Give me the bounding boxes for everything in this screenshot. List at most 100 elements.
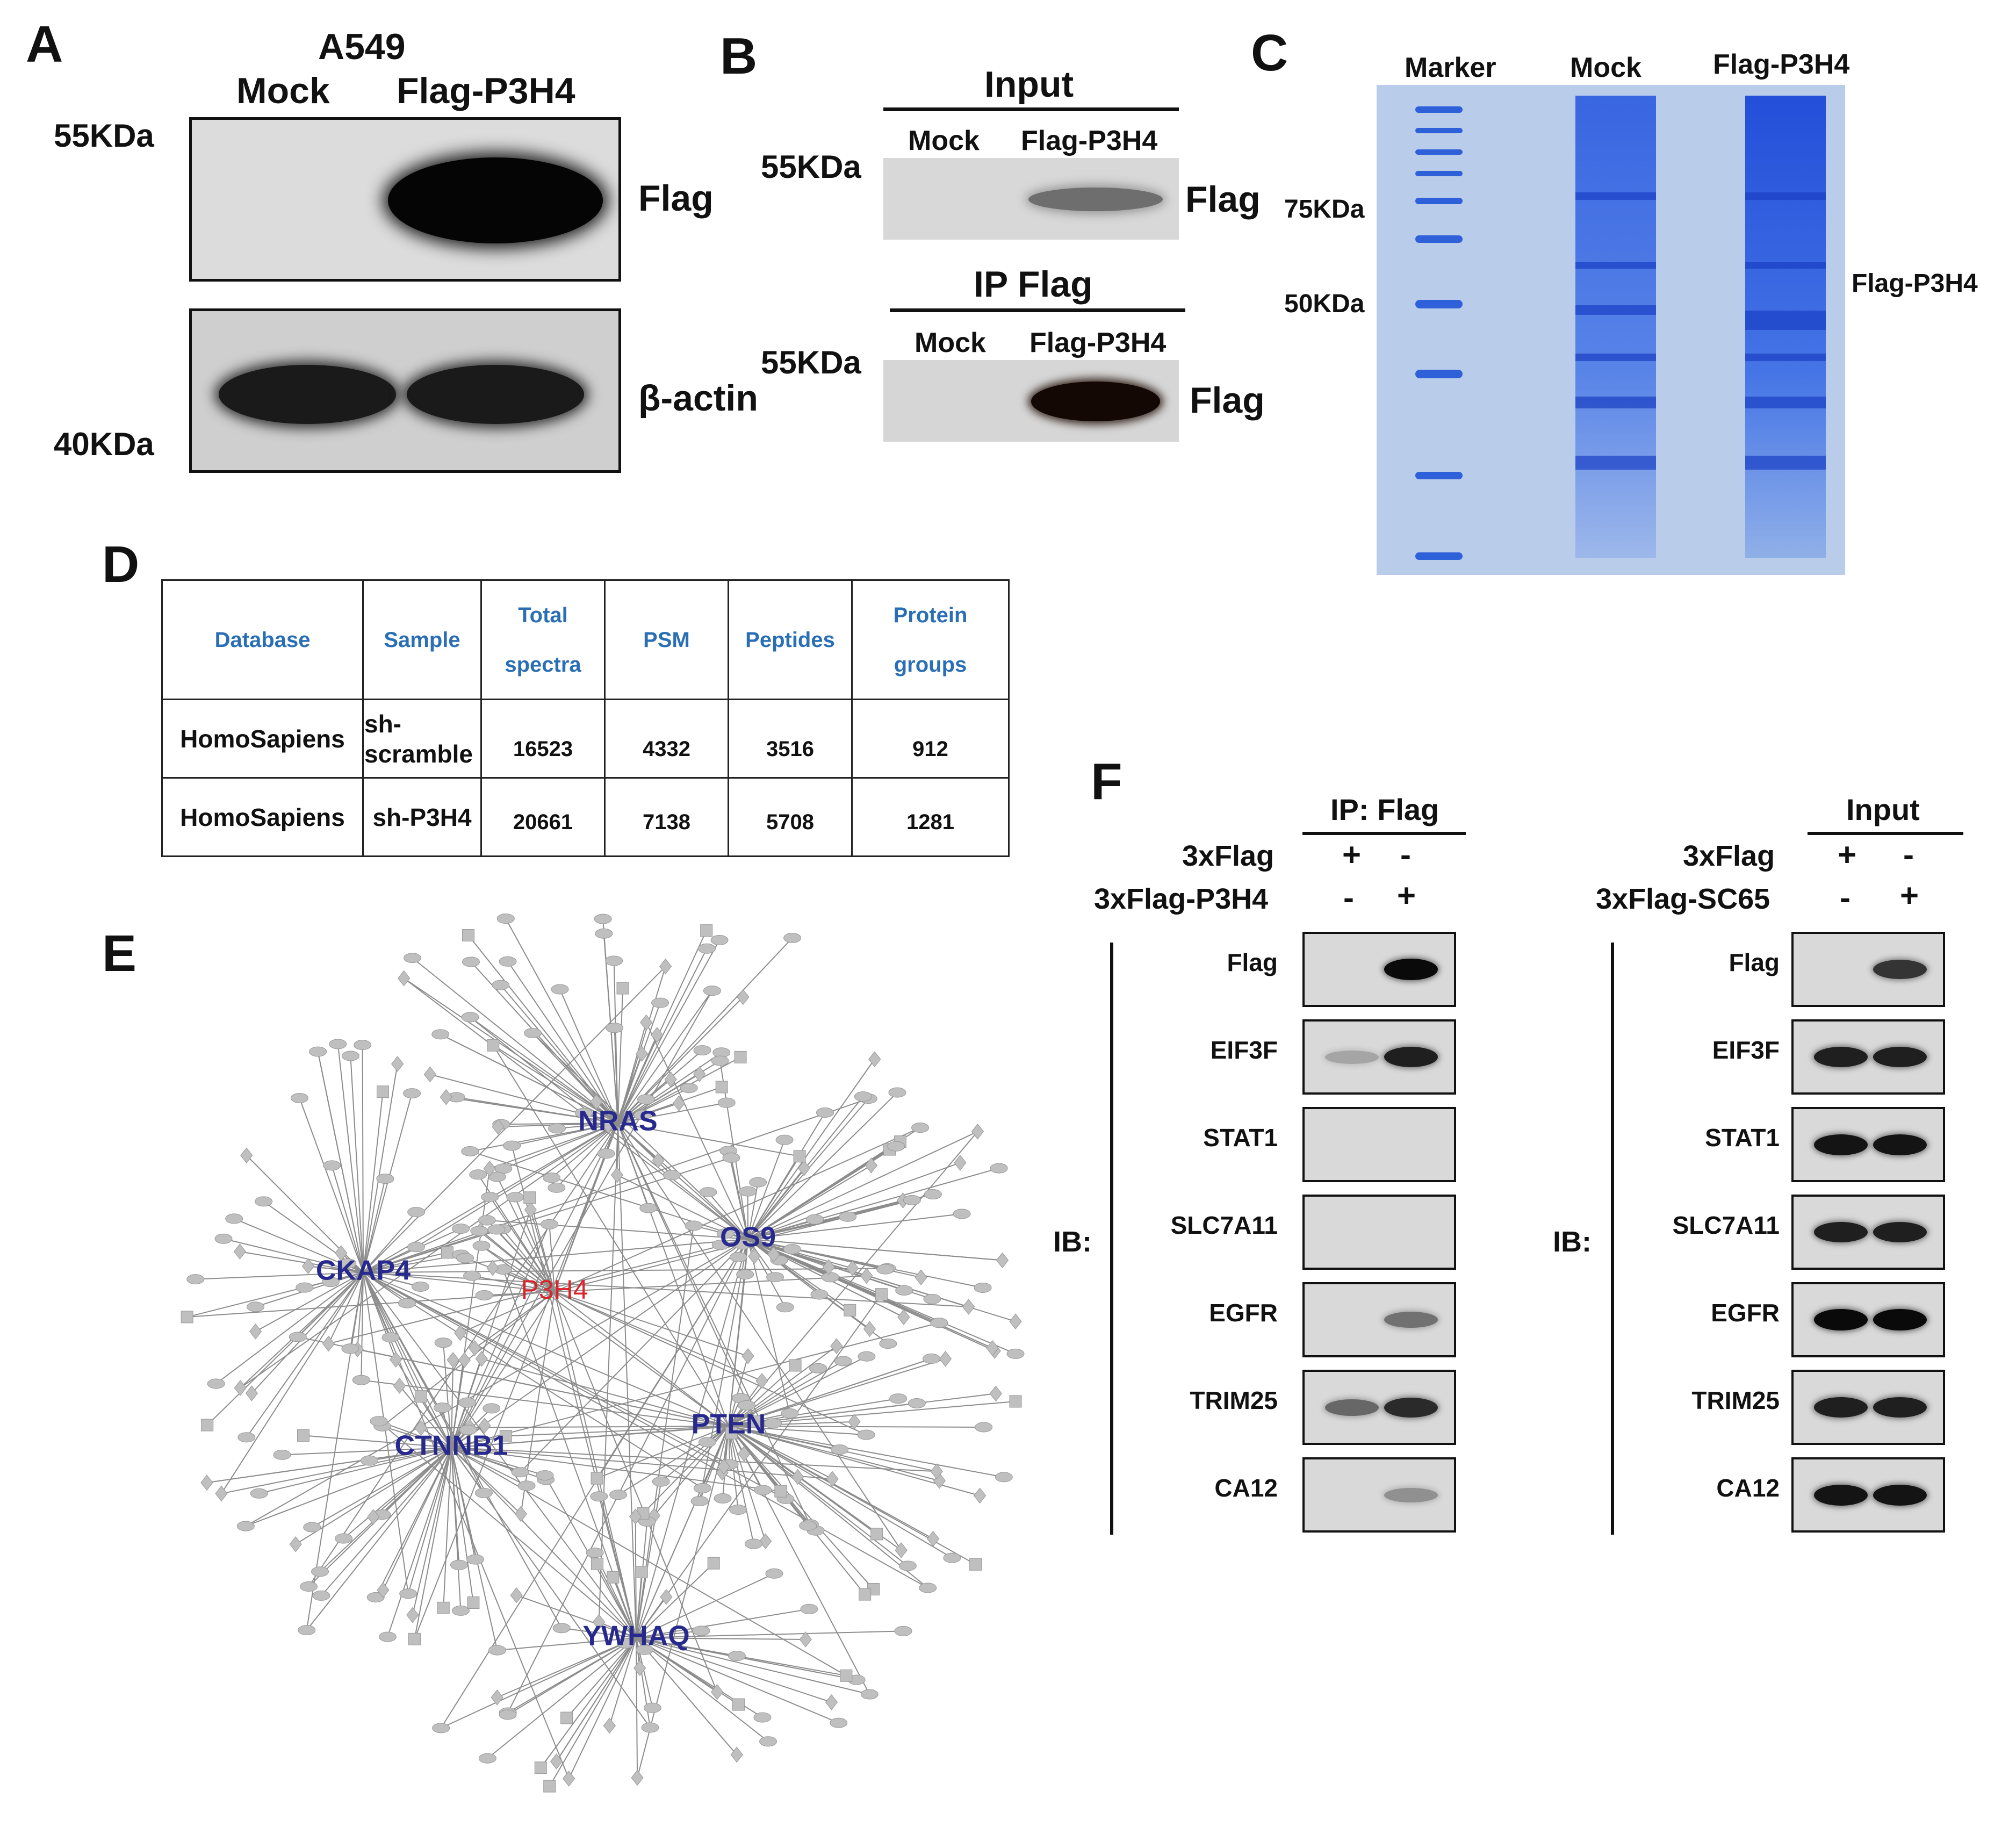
network-node — [894, 1625, 912, 1636]
cell-peptides: 3516 — [728, 699, 853, 779]
network-node — [651, 997, 669, 1008]
network-edge — [451, 1447, 545, 1476]
network-node — [759, 1533, 772, 1549]
ib-bracket-right — [1611, 943, 1614, 1535]
network-edge — [489, 1123, 618, 1169]
network-node — [486, 1260, 499, 1276]
network-edge — [451, 990, 713, 1448]
network-edge — [728, 1358, 946, 1427]
network-node — [895, 1285, 913, 1296]
network-node — [431, 1029, 450, 1040]
cell-total-spectra: 16523 — [480, 699, 606, 779]
network-edge — [481, 1245, 729, 1427]
lane-label-flag-input: Flag-P3H4 — [1021, 125, 1158, 156]
network-node — [923, 1293, 941, 1304]
network-node — [536, 1470, 554, 1481]
network-node — [631, 1770, 644, 1786]
network-edge — [451, 1239, 748, 1448]
network-node — [816, 1107, 834, 1118]
network-node — [733, 1239, 752, 1250]
network-edge — [747, 1156, 800, 1240]
band-flag-p3h4 — [388, 157, 603, 243]
network-edge — [223, 1238, 364, 1273]
network-node — [354, 1040, 372, 1051]
network-edge — [451, 1123, 618, 1448]
blot-strip-left-eif3f — [1302, 1019, 1456, 1095]
network-node — [481, 1192, 499, 1203]
network-node — [629, 1508, 642, 1525]
network-node — [908, 1398, 926, 1409]
blot-strip-left-egfr — [1302, 1282, 1456, 1357]
network-edge — [321, 1447, 452, 1596]
network-node — [759, 1736, 777, 1747]
network-node — [711, 1055, 729, 1066]
network-node — [830, 1338, 843, 1354]
network-edge — [375, 1447, 452, 1598]
network-node — [714, 1493, 732, 1504]
network-node — [879, 1338, 897, 1349]
network-node — [298, 1625, 316, 1636]
network-edge — [540, 1637, 637, 1768]
network-edge — [245, 1239, 748, 1527]
network-node — [754, 1485, 772, 1495]
network-node — [586, 1548, 604, 1558]
network-node — [766, 1272, 784, 1283]
network-node — [680, 1083, 698, 1094]
band-left-eif3f-1 — [1325, 1050, 1379, 1064]
network-node — [352, 1375, 370, 1385]
sign-3xflag-left-2: - — [1400, 837, 1411, 873]
network-node — [592, 1614, 606, 1630]
network-edge — [251, 1272, 364, 1394]
network-node — [289, 1332, 307, 1342]
network-node — [499, 1430, 512, 1443]
network-edge — [637, 1426, 729, 1778]
network-edge — [331, 1165, 364, 1273]
network-node — [381, 1332, 400, 1343]
cell-database: HomoSapiens — [161, 699, 364, 779]
band-right-slc7a11-1 — [1814, 1222, 1868, 1242]
network-node — [597, 1148, 615, 1159]
table-row: HomoSapiens sh-scramble 16523 4332 3516 … — [161, 699, 1010, 779]
panel-label-b: B — [720, 27, 758, 85]
network-node — [463, 1270, 481, 1281]
network-edge — [319, 1447, 452, 1572]
blot-label-right-egfr: EGFR — [1711, 1299, 1780, 1327]
network-node — [595, 928, 613, 939]
network-node — [722, 1152, 740, 1163]
network-edge — [617, 1022, 647, 1124]
network-node — [437, 1601, 450, 1614]
header-sample: Sample — [362, 579, 482, 700]
blot-label-right-trim25: TRIM25 — [1691, 1386, 1780, 1414]
ip-flag-title: IP: Flag — [1330, 793, 1439, 826]
network-edge — [361, 1379, 729, 1427]
band-right-trim25-1 — [1814, 1397, 1868, 1418]
network-edge — [728, 1356, 749, 1427]
row-label-3xflag-right: 3xFlag — [1683, 840, 1775, 872]
sign-sc65-right-1: - — [1840, 880, 1851, 916]
network-edge — [297, 1272, 364, 1337]
network-node — [591, 1472, 603, 1485]
network-node — [831, 1444, 849, 1455]
network-edge — [479, 1231, 555, 1292]
network-node — [995, 1472, 1013, 1483]
network-node — [635, 1046, 649, 1062]
network-edge — [420, 1427, 452, 1448]
network-edge — [556, 1123, 618, 1189]
network-edge — [497, 1637, 637, 1651]
band-right-flag-2 — [1873, 960, 1927, 979]
network-node — [335, 1533, 353, 1544]
input-title: Input — [984, 64, 1074, 105]
network-node — [590, 1094, 603, 1110]
network-node — [408, 1632, 421, 1645]
network-node — [698, 1437, 716, 1448]
blot-label-flag-input: Flag — [1185, 179, 1261, 220]
network-edge — [609, 1637, 637, 1726]
blot-strip-left-ca12 — [1302, 1457, 1456, 1533]
network-edge — [440, 1033, 618, 1124]
network-edge — [451, 1447, 833, 1480]
network-edge — [636, 1608, 810, 1638]
network-node — [483, 1403, 501, 1414]
hub-label-pten: PTEN — [692, 1409, 766, 1440]
network-node — [783, 932, 802, 943]
ip-flag-rule — [1302, 832, 1466, 835]
